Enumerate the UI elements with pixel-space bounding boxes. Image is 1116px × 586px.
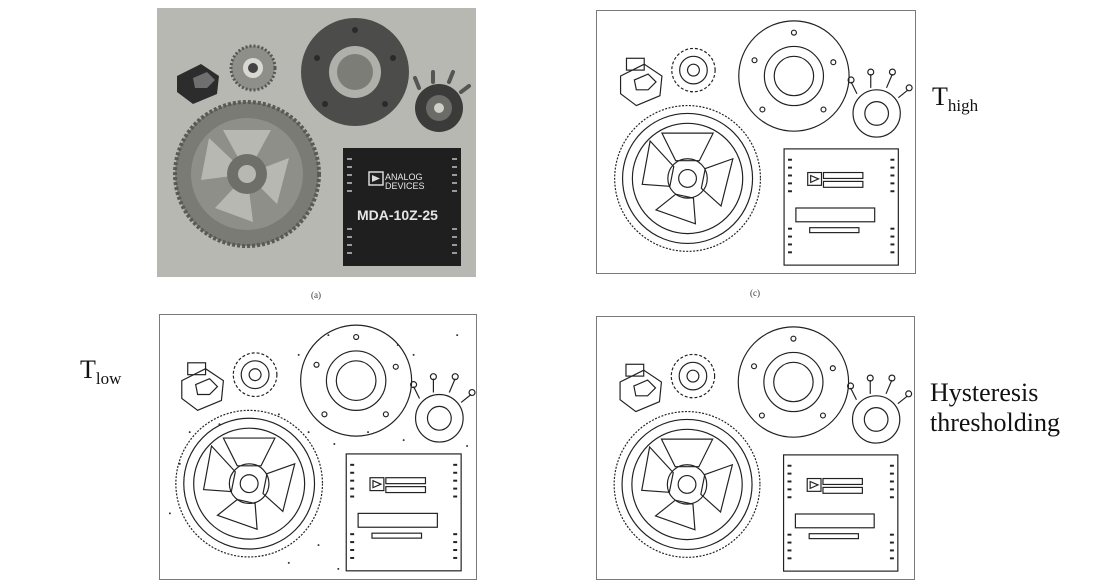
label-t-low-sub: low <box>95 369 122 388</box>
edge-map-t-low-drawing <box>168 324 476 572</box>
label-t-high: Thigh <box>932 82 978 121</box>
label-hysteresis-line2: thresholding <box>930 408 1060 437</box>
label-t-low-main: T <box>80 355 96 384</box>
photo-chip: ANALOG DEVICES MDA-10Z-25 <box>343 148 461 266</box>
photo-original: ANALOG DEVICES MDA-10Z-25 <box>157 8 476 277</box>
photo-large-ring <box>301 18 409 126</box>
caption-a: (a) <box>311 290 321 300</box>
edge-map-hysteresis <box>596 316 915 580</box>
caption-c: (c) <box>750 288 760 298</box>
photo-chip-brand-2: DEVICES <box>385 181 425 191</box>
label-t-high-sub: high <box>947 96 979 115</box>
edge-map-t-low <box>159 314 477 580</box>
photo-chip-brand-1: ANALOG <box>385 172 423 182</box>
photo-small-gear <box>229 44 277 92</box>
photo-original-drawing: ANALOG DEVICES MDA-10Z-25 <box>157 8 476 277</box>
photo-connector <box>413 70 471 132</box>
edge-map-hysteresis-drawing <box>613 326 913 572</box>
label-hysteresis: Hysteresis thresholding <box>930 378 1060 438</box>
label-hysteresis-line1: Hysteresis <box>930 378 1039 407</box>
edge-map-t-high-drawing <box>614 20 913 266</box>
edge-map-t-high <box>596 10 916 274</box>
photo-chip-part: MDA-10Z-25 <box>357 207 438 223</box>
photo-spoked-gear <box>173 100 321 248</box>
label-t-low: Tlow <box>80 355 121 394</box>
photo-nut <box>177 64 219 104</box>
label-t-high-main: T <box>932 82 948 111</box>
